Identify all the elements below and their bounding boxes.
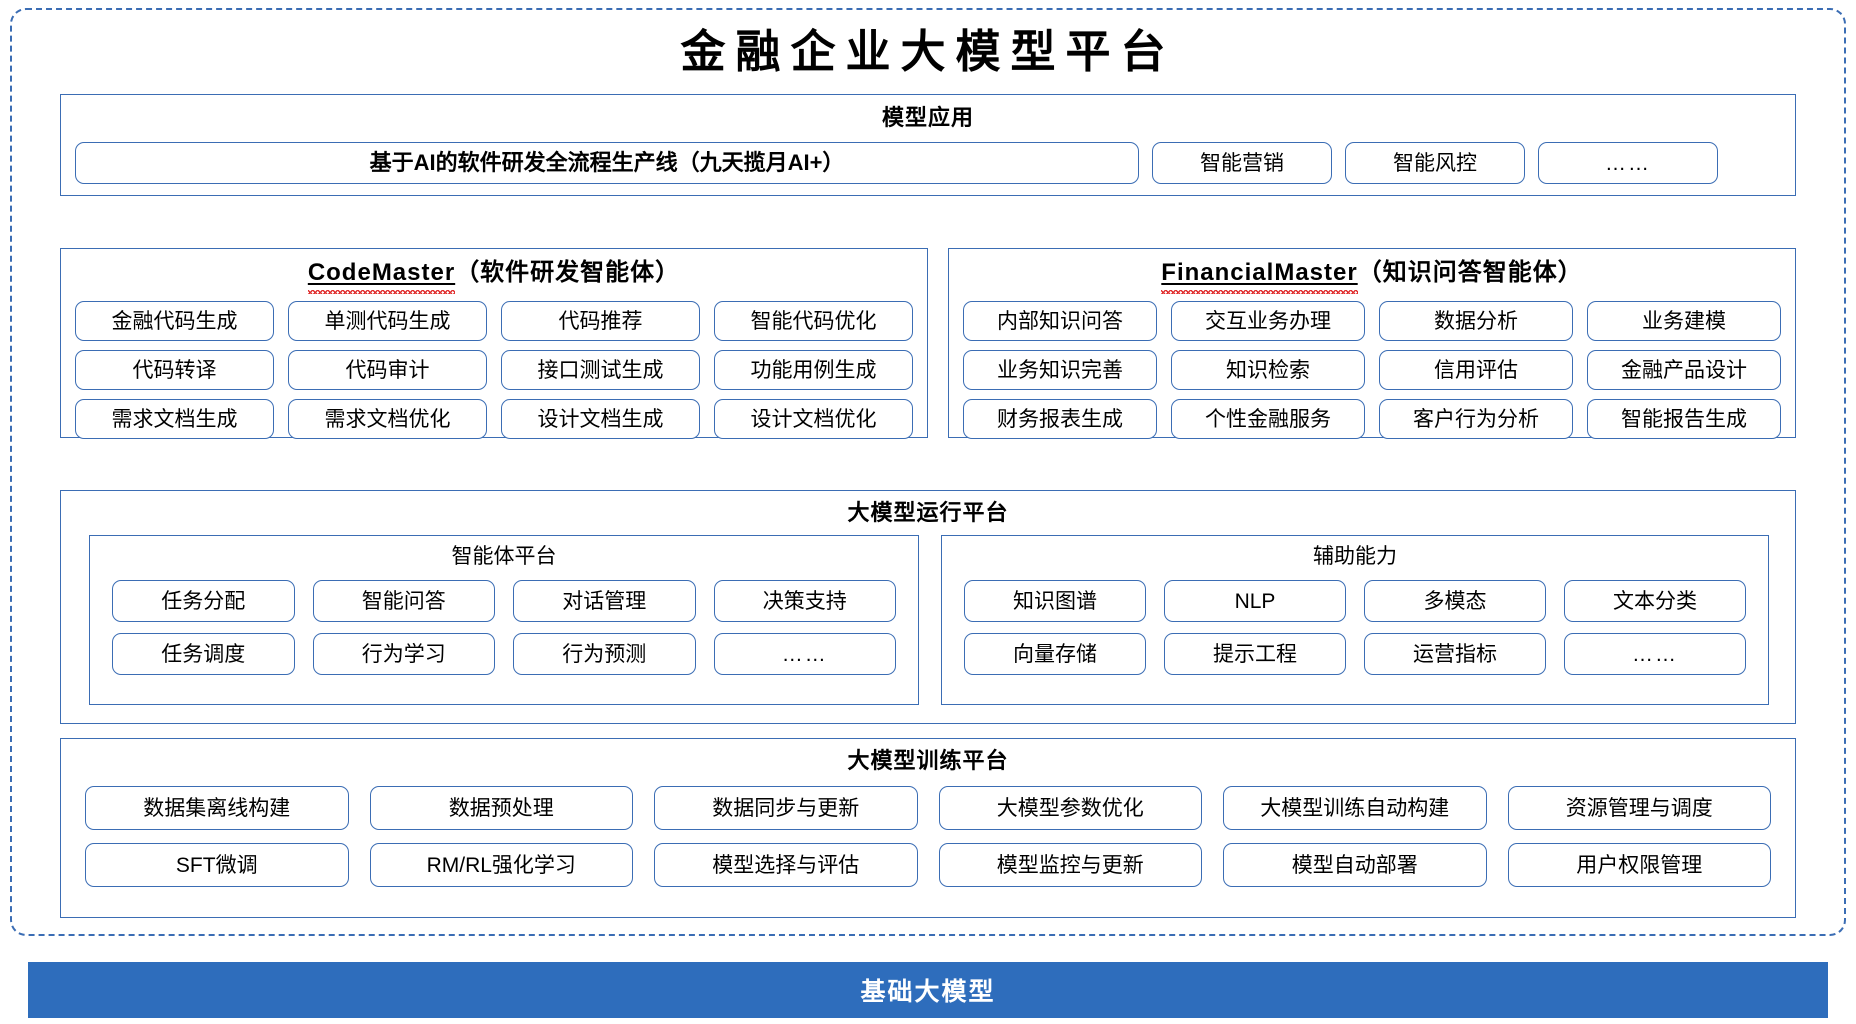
financialmaster-capability-grid: 内部知识问答 交互业务办理 数据分析 业务建模 业务知识完善 知识检索 信用评估… — [963, 301, 1781, 439]
section-title-runtime-platform: 大模型运行平台 — [847, 500, 1009, 525]
agent-platform-item[interactable]: 对话管理 — [513, 580, 696, 622]
agent-name-codemaster: CodeMaster — [307, 259, 456, 286]
codemaster-item[interactable]: 金融代码生成 — [75, 301, 274, 341]
section-codemaster: CodeMaster（软件研发智能体） 金融代码生成 单测代码生成 代码推荐 智… — [60, 248, 928, 439]
training-item[interactable]: 模型选择与评估 — [654, 843, 918, 887]
section-title-model-application: 模型应用 — [881, 105, 974, 130]
training-item[interactable]: 数据预处理 — [369, 786, 633, 830]
financialmaster-item[interactable]: 金融产品设计 — [1587, 350, 1781, 390]
financialmaster-item[interactable]: 内部知识问答 — [963, 301, 1157, 341]
financialmaster-item[interactable]: 信用评估 — [1379, 350, 1573, 390]
financialmaster-item[interactable]: 客户行为分析 — [1379, 399, 1573, 439]
codemaster-item[interactable]: 智能代码优化 — [714, 301, 913, 341]
auxiliary-item[interactable]: 运营指标 — [1364, 633, 1546, 675]
financialmaster-item[interactable]: 智能报告生成 — [1587, 399, 1781, 439]
codemaster-capability-grid: 金融代码生成 单测代码生成 代码推荐 智能代码优化 代码转译 代码审计 接口测试… — [75, 301, 913, 439]
training-item[interactable]: SFT微调 — [85, 843, 349, 887]
training-item[interactable]: RM/RL强化学习 — [369, 843, 633, 887]
codemaster-item[interactable]: 设计文档优化 — [714, 399, 913, 439]
agent-name-financialmaster: FinancialMaster — [1161, 259, 1358, 286]
training-item[interactable]: 数据同步与更新 — [654, 786, 918, 830]
training-item[interactable]: 用户权限管理 — [1507, 843, 1771, 887]
agent-platform-item[interactable]: 行为预测 — [513, 633, 696, 675]
agent-platform-item[interactable]: 决策支持 — [713, 580, 896, 622]
agent-platform-item[interactable]: 任务调度 — [112, 633, 295, 675]
section-title-training-platform: 大模型训练平台 — [847, 748, 1009, 773]
codemaster-item[interactable]: 功能用例生成 — [714, 350, 913, 390]
auxiliary-item[interactable]: 多模态 — [1364, 580, 1546, 622]
auxiliary-item[interactable]: 文本分类 — [1564, 580, 1746, 622]
subsection-agent-platform: 智能体平台 任务分配 智能问答 对话管理 决策支持 任务调度 行为学习 行为预测… — [89, 535, 919, 705]
codemaster-item[interactable]: 设计文档生成 — [501, 399, 700, 439]
agent-platform-item[interactable]: 智能问答 — [312, 580, 495, 622]
auxiliary-item[interactable]: NLP — [1164, 580, 1346, 622]
agent-platform-item[interactable]: 行为学习 — [312, 633, 495, 675]
agent-suffix-codemaster: （软件研发智能体） — [455, 259, 681, 286]
training-item[interactable]: 模型自动部署 — [1223, 843, 1487, 887]
subsection-title-auxiliary-capability: 辅助能力 — [1313, 545, 1397, 568]
section-title-financialmaster: FinancialMaster（知识问答智能体） — [949, 259, 1795, 288]
financialmaster-item[interactable]: 财务报表生成 — [963, 399, 1157, 439]
financialmaster-item[interactable]: 数据分析 — [1379, 301, 1573, 341]
base-model-bar: 基础大模型 — [28, 962, 1828, 1018]
section-model-application: 模型应用 基于AI的软件研发全流程生产线（九天揽月AI+） 智能营销 智能风控 … — [60, 94, 1796, 196]
auxiliary-item[interactable]: 提示工程 — [1164, 633, 1346, 675]
financialmaster-item[interactable]: 业务知识完善 — [963, 350, 1157, 390]
auxiliary-capability-grid: 知识图谱 NLP 多模态 文本分类 向量存储 提示工程 运营指标 …… — [964, 580, 1746, 675]
app-item-pipeline[interactable]: 基于AI的软件研发全流程生产线（九天揽月AI+） — [75, 142, 1139, 184]
model-application-items: 基于AI的软件研发全流程生产线（九天揽月AI+） 智能营销 智能风控 …… — [75, 142, 1783, 184]
training-item[interactable]: 数据集离线构建 — [85, 786, 349, 830]
agent-platform-item[interactable]: 任务分配 — [112, 580, 295, 622]
section-training-platform: 大模型训练平台 数据集离线构建 数据预处理 数据同步与更新 大模型参数优化 大模… — [60, 738, 1796, 918]
section-runtime-platform: 大模型运行平台 智能体平台 任务分配 智能问答 对话管理 决策支持 任务调度 行… — [60, 490, 1796, 724]
codemaster-item[interactable]: 代码转译 — [75, 350, 274, 390]
financialmaster-item[interactable]: 交互业务办理 — [1171, 301, 1365, 341]
subsection-auxiliary-capability: 辅助能力 知识图谱 NLP 多模态 文本分类 向量存储 提示工程 运营指标 …… — [941, 535, 1769, 705]
codemaster-item[interactable]: 需求文档优化 — [288, 399, 487, 439]
codemaster-item[interactable]: 接口测试生成 — [501, 350, 700, 390]
training-item[interactable]: 大模型参数优化 — [938, 786, 1202, 830]
agent-platform-item-more[interactable]: …… — [713, 633, 896, 675]
app-item-more[interactable]: …… — [1538, 142, 1718, 184]
subsection-title-agent-platform: 智能体平台 — [451, 545, 557, 568]
auxiliary-item[interactable]: 向量存储 — [964, 633, 1146, 675]
codemaster-item[interactable]: 代码推荐 — [501, 301, 700, 341]
page-title: 金融企业大模型平台 — [680, 27, 1176, 77]
app-item-marketing[interactable]: 智能营销 — [1152, 142, 1332, 184]
agent-suffix-financialmaster: （知识问答智能体） — [1357, 259, 1583, 286]
codemaster-item[interactable]: 需求文档生成 — [75, 399, 274, 439]
section-title-codemaster: CodeMaster（软件研发智能体） — [61, 259, 927, 288]
training-item[interactable]: 模型监控与更新 — [938, 843, 1202, 887]
financialmaster-item[interactable]: 知识检索 — [1171, 350, 1365, 390]
training-platform-grid: 数据集离线构建 数据预处理 数据同步与更新 大模型参数优化 大模型训练自动构建 … — [85, 786, 1771, 887]
financialmaster-item[interactable]: 个性金融服务 — [1171, 399, 1365, 439]
codemaster-item[interactable]: 单测代码生成 — [288, 301, 487, 341]
financialmaster-item[interactable]: 业务建模 — [1587, 301, 1781, 341]
auxiliary-item-more[interactable]: …… — [1564, 633, 1746, 675]
auxiliary-item[interactable]: 知识图谱 — [964, 580, 1146, 622]
training-item[interactable]: 大模型训练自动构建 — [1223, 786, 1487, 830]
training-item[interactable]: 资源管理与调度 — [1507, 786, 1771, 830]
app-item-risk-control[interactable]: 智能风控 — [1345, 142, 1525, 184]
agent-platform-grid: 任务分配 智能问答 对话管理 决策支持 任务调度 行为学习 行为预测 …… — [112, 580, 896, 675]
section-financialmaster: FinancialMaster（知识问答智能体） 内部知识问答 交互业务办理 数… — [948, 248, 1796, 439]
codemaster-item[interactable]: 代码审计 — [288, 350, 487, 390]
